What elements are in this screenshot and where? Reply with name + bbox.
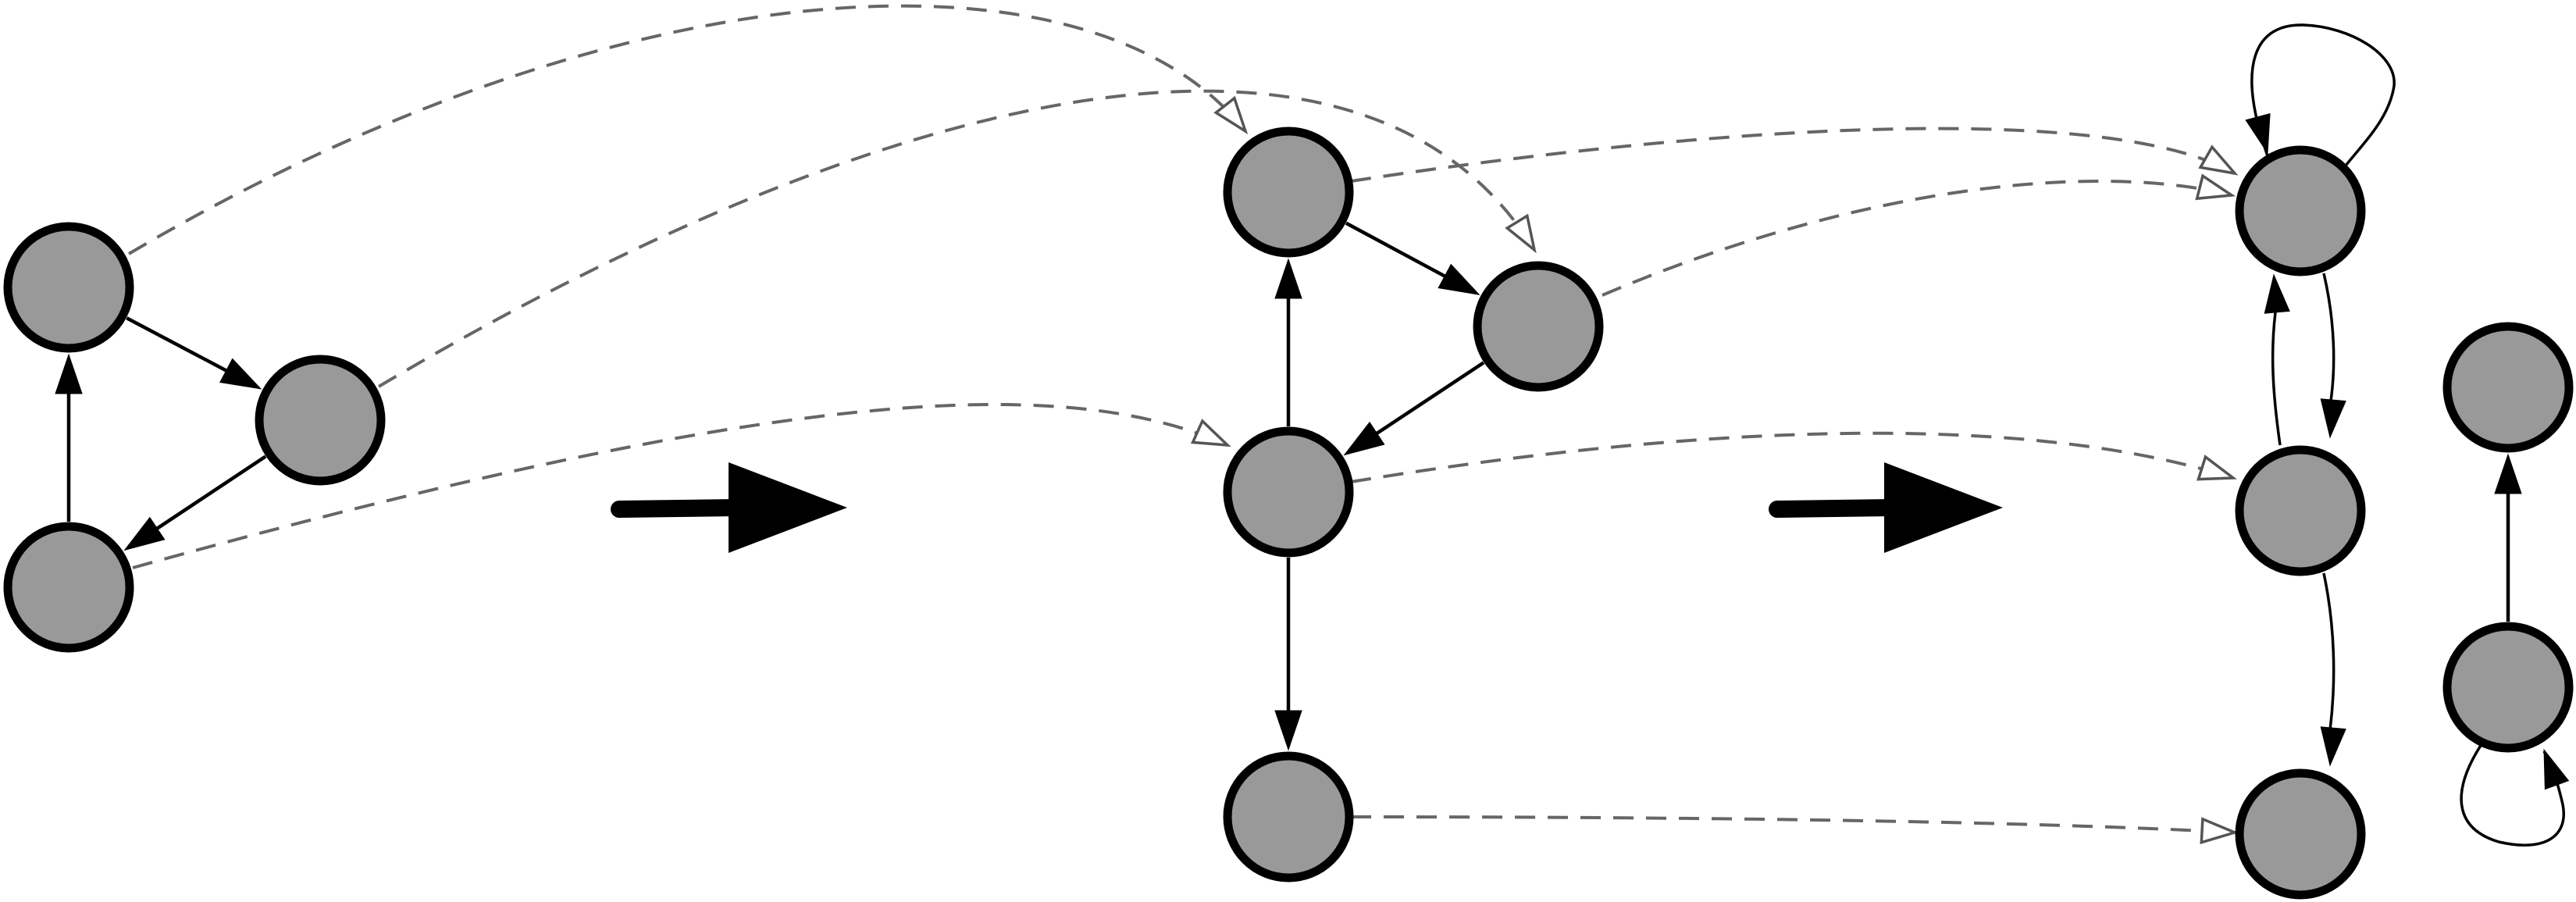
edge-arrowhead-a3-a1	[55, 353, 83, 394]
edge-arrowhead-d2-d2	[2543, 748, 2570, 790]
edge-a2-a3	[143, 455, 267, 539]
node-circle-b1	[1223, 127, 1354, 258]
node-circle-c1	[2235, 145, 2366, 276]
node-a2	[255, 355, 386, 486]
edge-arrowhead-b2-b3	[1343, 421, 1385, 456]
node-circle-b4	[1223, 751, 1354, 882]
transition-arrow-head-1	[729, 462, 847, 553]
map-arrowhead-b2-c1	[2195, 173, 2236, 201]
edge-arrowhead-d2-d1	[2494, 453, 2522, 494]
map-arrowhead-a2-b2	[1505, 213, 1537, 254]
map-arrowhead-b1-c1	[2198, 144, 2239, 176]
node-circle-d1	[2442, 322, 2574, 453]
node-a1	[3, 222, 134, 353]
solid-graph-edges	[55, 23, 2570, 847]
edge-c1-c2	[2322, 273, 2336, 407]
node-circle-a2	[255, 355, 386, 486]
edge-arrowhead-c1-c2	[2320, 398, 2346, 439]
node-d2	[2442, 622, 2574, 753]
node-a3	[3, 522, 134, 653]
edge-arrowhead-a1-a2	[219, 358, 262, 390]
map-edge-b1-c1	[1350, 127, 2236, 183]
node-b3	[1223, 426, 1354, 558]
map-edge-a3-b3	[132, 403, 1228, 569]
edge-arrowhead-b1-b2	[1438, 263, 1480, 296]
node-c1	[2235, 145, 2366, 276]
edge-b2-b3	[1363, 361, 1485, 444]
transition-arrows	[611, 462, 2003, 553]
edge-arrowhead-a2-a3	[123, 516, 166, 551]
transition-arrow-head-2	[1884, 462, 2003, 553]
map-edge-b2-c1	[1602, 180, 2232, 297]
node-circle-c3	[2235, 768, 2366, 900]
map-edge-b4-c3	[1350, 815, 2236, 834]
node-circle-b2	[1473, 261, 1604, 392]
node-b4	[1223, 751, 1354, 882]
map-arrowhead-b4-c3	[2200, 817, 2239, 845]
edge-arrowhead-c2-c1	[2264, 273, 2290, 314]
map-arrowhead-a1-b1	[1213, 95, 1249, 135]
transition-arrow-shaft-2	[1769, 499, 1902, 518]
node-circle-a1	[3, 222, 134, 353]
node-d1	[2442, 322, 2574, 453]
map-edge-a2-b2	[377, 89, 1536, 388]
node-circle-d2	[2442, 622, 2574, 753]
edge-b1-b2	[1345, 221, 1459, 286]
edge-arrowhead-c2-c3	[2320, 726, 2346, 767]
map-arrowhead-b3-c2	[2197, 455, 2237, 481]
edge-c2-c3	[2322, 572, 2336, 731]
node-b1	[1223, 127, 1354, 258]
node-b2	[1473, 261, 1604, 392]
transition-arrow-shaft-1	[611, 499, 746, 518]
edge-arrowhead-c1-c1	[2245, 112, 2271, 155]
edge-arrowhead-b3-b1	[1274, 258, 1302, 299]
edge-a1-a2	[126, 316, 241, 380]
map-edge-a1-b1	[127, 4, 1247, 255]
edge-c2-c1	[2271, 312, 2282, 446]
node-c3	[2235, 768, 2366, 900]
map-arrowhead-a3-b3	[1190, 419, 1231, 447]
dashed-mapping-edges	[127, 4, 2239, 845]
graph-nodes	[3, 127, 2574, 900]
edge-arrowhead-b3-b4	[1274, 710, 1302, 751]
map-edge-b3-c2	[1350, 431, 2234, 483]
edge-c1-c1	[2250, 23, 2396, 167]
node-c2	[2235, 445, 2366, 576]
node-circle-b3	[1223, 426, 1354, 558]
node-circle-a3	[3, 522, 134, 653]
node-circle-c2	[2235, 445, 2366, 576]
